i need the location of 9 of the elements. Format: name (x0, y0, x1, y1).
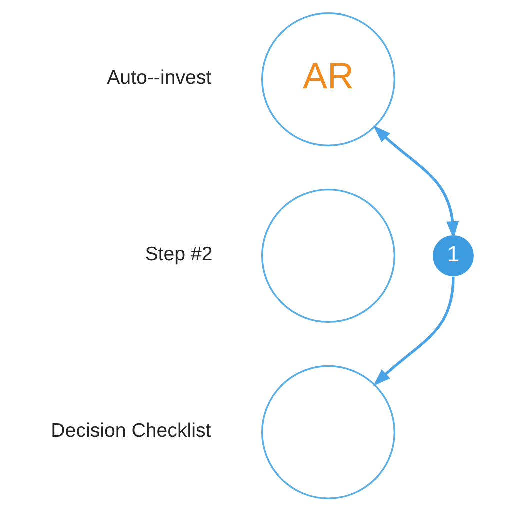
arrow (372, 126, 459, 240)
node-circle (260, 365, 396, 500)
arrow (372, 276, 454, 386)
node-circle: 1 (432, 236, 474, 276)
node-label: Auto--invest (106, 67, 212, 90)
node-label: Step #2 (144, 244, 212, 266)
node-circle: AR (260, 12, 396, 147)
node-circle (260, 188, 396, 324)
node-label: Decision Checklist (50, 420, 211, 442)
